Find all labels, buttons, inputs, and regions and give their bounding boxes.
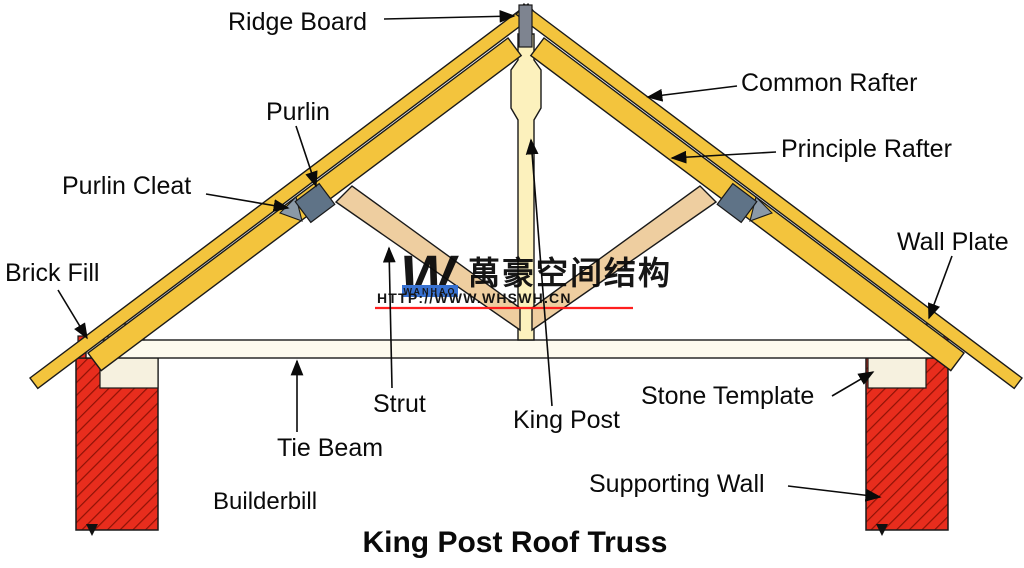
principle-rafter-label: Principle Rafter bbox=[781, 135, 952, 163]
common-rafter-arrow bbox=[646, 85, 738, 102]
left-purlin bbox=[294, 182, 336, 224]
strut-arrow bbox=[382, 246, 396, 389]
purlin-label: Purlin bbox=[266, 98, 330, 126]
tie-beam bbox=[85, 339, 939, 359]
watermark-logo-caption: WANHAO bbox=[404, 287, 457, 297]
purlin-cleat-label: Purlin Cleat bbox=[62, 172, 191, 200]
common-rafter-label: Common Rafter bbox=[741, 69, 917, 97]
purlin-cleat-arrow bbox=[205, 193, 290, 212]
watermark-chinese-text: 萬豪空间结构 bbox=[468, 255, 672, 291]
right-common-rafter bbox=[515, 3, 1023, 390]
brick-fill-arrow bbox=[57, 289, 88, 340]
ridge-board-arrow bbox=[383, 9, 516, 23]
wall-plate-arrow bbox=[928, 255, 953, 320]
leader-arrows bbox=[57, 9, 953, 502]
purlin-arrow bbox=[295, 125, 318, 188]
watermark: W WANHAO 萬豪空间结构 HTTP://WWW.WHSWH.CN bbox=[375, 244, 672, 310]
right-stone-template bbox=[867, 357, 927, 389]
supporting-wall-arrow bbox=[787, 485, 882, 502]
left-wall-break-mark bbox=[86, 524, 98, 536]
king-post-label: King Post bbox=[513, 406, 620, 434]
king-post-arrow bbox=[525, 138, 553, 407]
ridge-board bbox=[518, 4, 533, 48]
ridge-board-label: Ridge Board bbox=[228, 8, 367, 36]
right-wall-break-mark bbox=[876, 524, 888, 536]
wall-plate-label: Wall Plate bbox=[897, 228, 1009, 256]
watermark-logo-banner bbox=[402, 285, 458, 297]
principle-rafter-arrow bbox=[670, 150, 777, 164]
tie-beam-label: Tie Beam bbox=[277, 434, 383, 462]
stone-template-label: Stone Template bbox=[641, 382, 814, 410]
right-purlin bbox=[716, 182, 758, 224]
stone-template-arrow bbox=[831, 371, 875, 397]
watermark-url-text: HTTP://WWW.WHSWH.CN bbox=[377, 290, 572, 306]
credit-text: Builderbill bbox=[213, 488, 317, 515]
diagram-title: King Post Roof Truss bbox=[362, 526, 667, 559]
watermark-logo-letter: W bbox=[400, 244, 459, 309]
strut-label: Strut bbox=[373, 390, 426, 418]
king-post bbox=[510, 33, 542, 341]
brick-fill-label: Brick Fill bbox=[5, 259, 99, 287]
supporting-wall-label: Supporting Wall bbox=[589, 470, 765, 498]
